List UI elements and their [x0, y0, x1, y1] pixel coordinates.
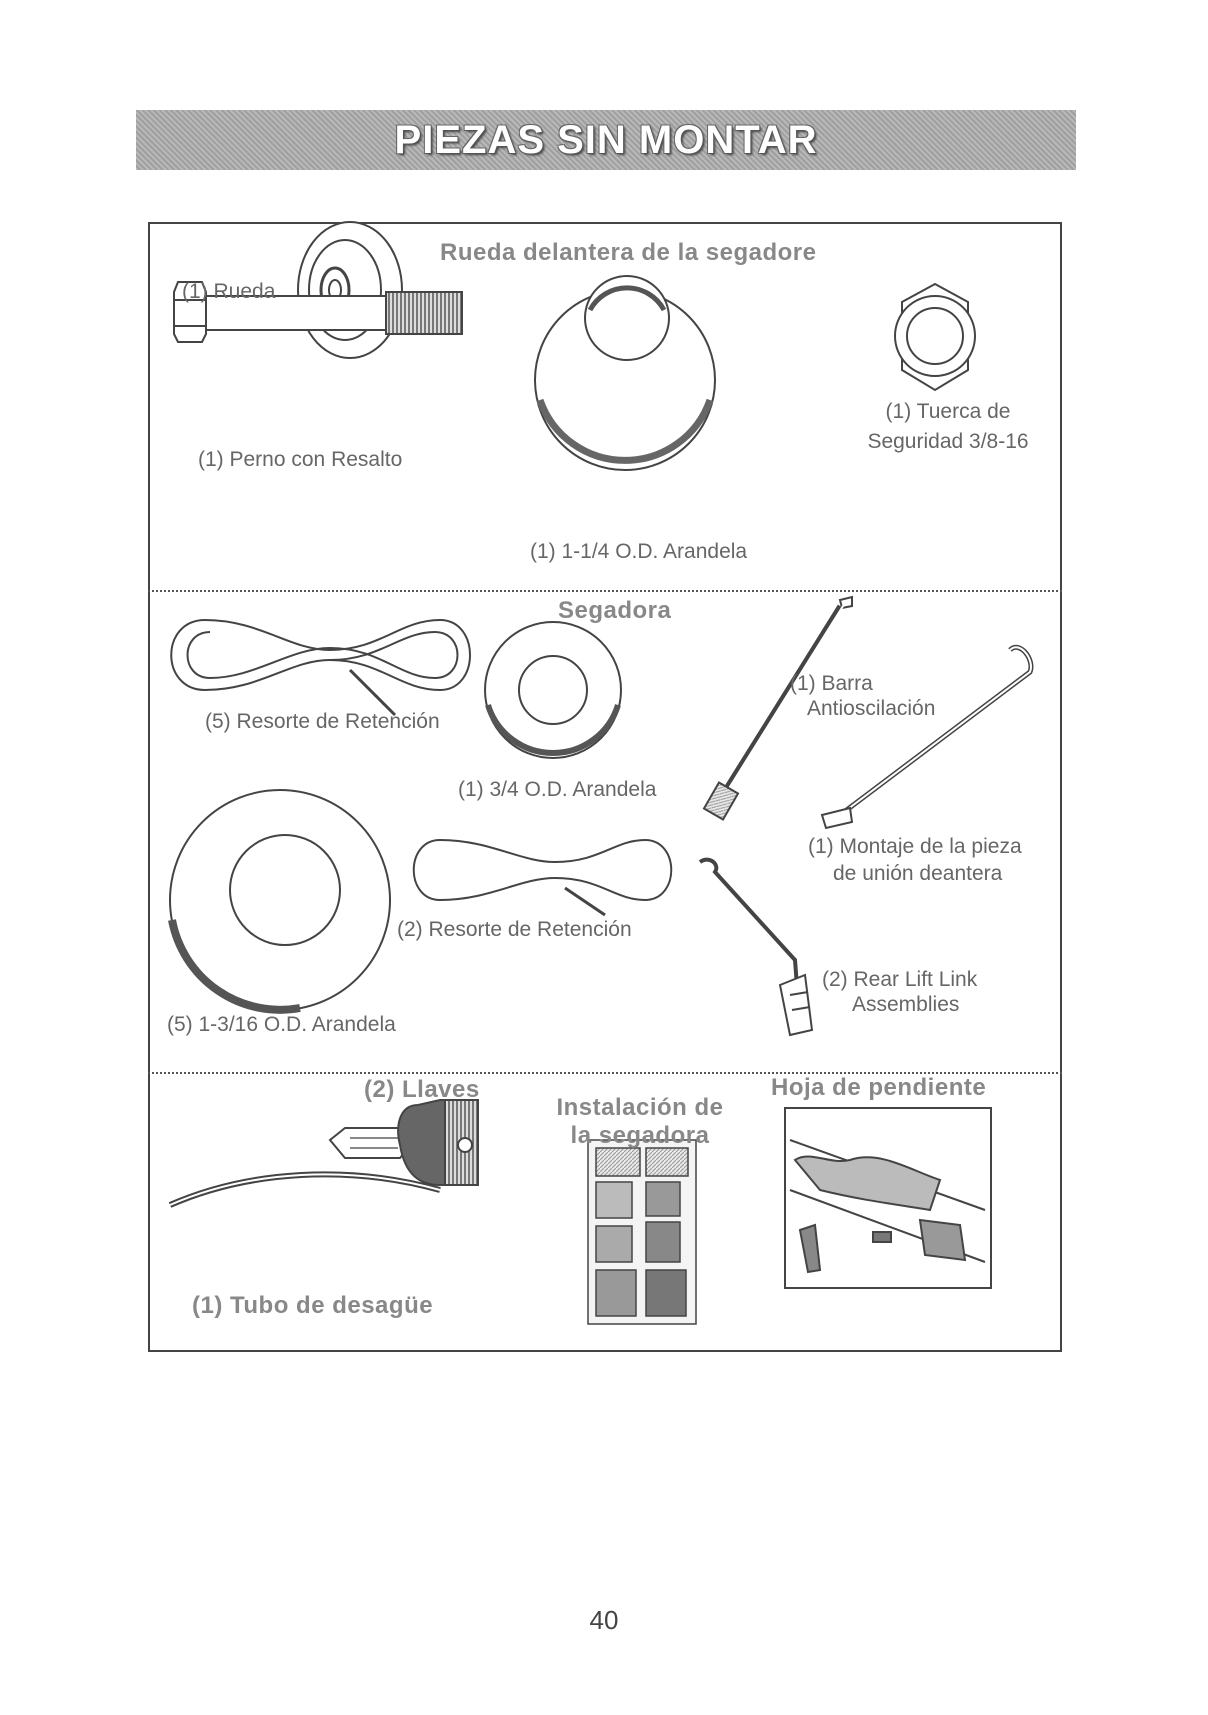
washer-3-4-drawing: [484, 621, 622, 759]
retaining-spring-2-drawing: [412, 838, 673, 917]
anti-sway-bar-drawing: [702, 595, 853, 821]
drain-tube-drawing: [168, 1171, 441, 1208]
shoulder-bolt-drawing: [173, 281, 463, 343]
slope-sheet-label: Hoja de pendiente: [771, 1074, 987, 1101]
lock-nut-drawing: [894, 282, 976, 392]
washer-1-1-4-label: (1) 1-1/4 O.D. Arandela: [530, 540, 748, 563]
wheel-label: (1) Rueda: [182, 280, 276, 303]
shoulder-bolt-label: (1) Perno con Resalto: [198, 448, 403, 471]
washer-1-3-16-label: (5) 1-3/16 O.D. Arandela: [167, 1013, 396, 1036]
rear-lift-link-label-line1: (2) Rear Lift Link: [822, 968, 978, 991]
page-title: PIEZAS SIN MONTAR: [394, 117, 818, 162]
drain-tube-label: (1) Tubo de desagüe: [192, 1292, 434, 1319]
header-banner: PIEZAS SIN MONTAR: [136, 110, 1076, 170]
section-divider-1: [148, 590, 1062, 592]
rear-lift-link-label-line2: Assemblies: [852, 993, 960, 1016]
key-drawing: [328, 1099, 479, 1186]
page-number: 40: [589, 1605, 619, 1635]
parts-frame: [148, 222, 1062, 1352]
front-link-drawing: [820, 645, 1034, 830]
washer-1-1-4-drawing: [534, 275, 716, 471]
wheel-drawing: [297, 221, 403, 359]
keys-label: (2) Llaves: [364, 1076, 480, 1103]
mower-heading: Segadora: [558, 597, 672, 624]
slope-sheet-drawing: [784, 1107, 992, 1289]
retaining-spring-5-drawing: [170, 618, 471, 717]
washer-3-4-label: (1) 3/4 O.D. Arandela: [458, 778, 657, 801]
installation-label-line1: Instalación de: [556, 1094, 724, 1121]
retaining-spring-5-label: (5) Resorte de Retención: [205, 710, 440, 733]
anti-sway-bar-label-line2: Antioscilación: [807, 697, 936, 720]
rear-lift-link-drawing: [698, 857, 814, 1037]
lock-nut-label-line2: Seguridad 3/8-16: [867, 430, 1029, 453]
retaining-spring-2-label: (2) Resorte de Retención: [397, 918, 632, 941]
front-wheel-heading: Rueda delantera de la segadore: [440, 239, 817, 266]
installation-booklet-drawing: [587, 1139, 697, 1325]
installation-label-line2: la segadora: [570, 1122, 710, 1149]
anti-sway-bar-label-line1: (1) Barra: [790, 672, 873, 695]
lock-nut-label-line1: (1) Tuerca de: [885, 400, 1011, 423]
section-divider-2: [148, 1072, 1062, 1074]
washer-1-3-16-drawing: [168, 789, 391, 1014]
front-link-label-line2: de unión deantera: [833, 862, 1003, 885]
front-link-label-line1: (1) Montaje de la pieza: [808, 835, 1022, 858]
